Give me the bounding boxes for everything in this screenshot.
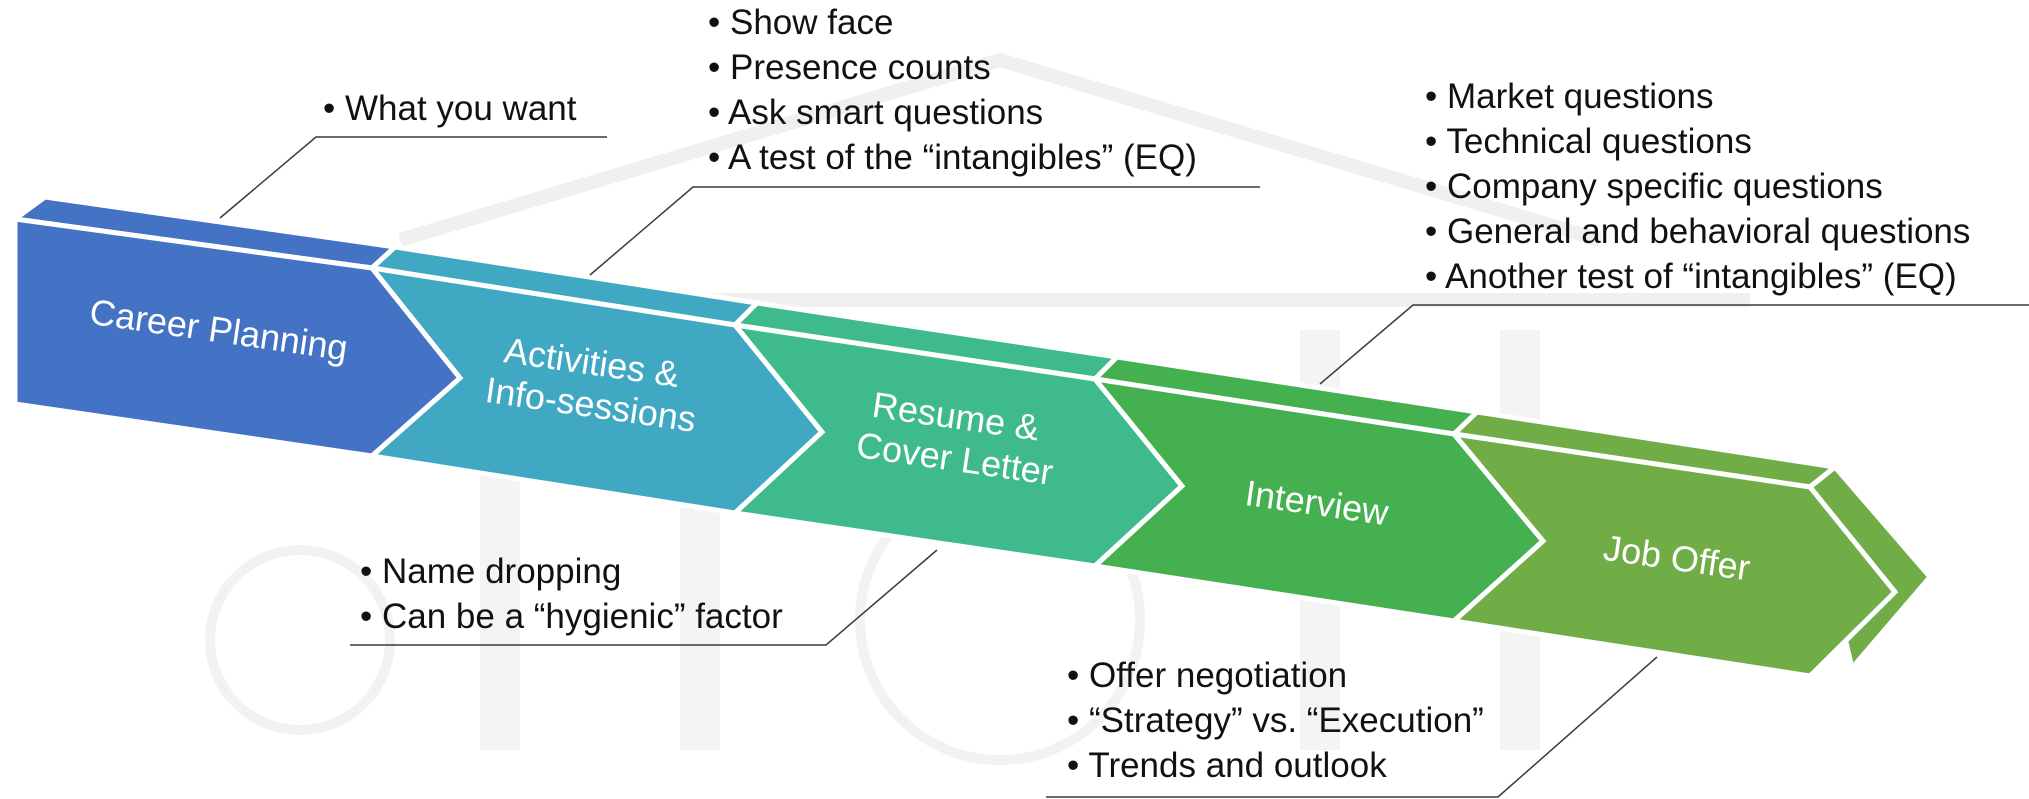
callout-item: Name dropping xyxy=(360,549,783,594)
callout-item: Presence counts xyxy=(708,45,1197,90)
callout-item: Show face xyxy=(708,0,1197,45)
callout-interview: Market questions Technical questions Com… xyxy=(1425,74,1970,299)
callout-item: What you want xyxy=(323,86,577,131)
callout-item: Company specific questions xyxy=(1425,164,1970,209)
callout-item: Ask smart questions xyxy=(708,90,1197,135)
callout-item: Another test of “intangibles” (EQ) xyxy=(1425,254,1970,299)
callout-item: A test of the “intangibles” (EQ) xyxy=(708,135,1197,180)
callout-activities-bottom: Name dropping Can be a “hygienic” factor xyxy=(360,549,783,639)
callout-item: Offer negotiation xyxy=(1067,653,1484,698)
callout-item: Can be a “hygienic” factor xyxy=(360,594,783,639)
callout-career-planning: What you want xyxy=(323,86,577,131)
callout-job-offer: Offer negotiation “Strategy” vs. “Execut… xyxy=(1067,653,1484,788)
callout-item: “Strategy” vs. “Execution” xyxy=(1067,698,1484,743)
callout-item: Technical questions xyxy=(1425,119,1970,164)
callout-item: General and behavioral questions xyxy=(1425,209,1970,254)
stage-chevron-joboffer xyxy=(1447,430,1899,679)
callout-item: Trends and outlook xyxy=(1067,743,1484,788)
callout-item: Market questions xyxy=(1425,74,1970,119)
callout-activities-top: Show face Presence counts Ask smart ques… xyxy=(708,0,1197,180)
